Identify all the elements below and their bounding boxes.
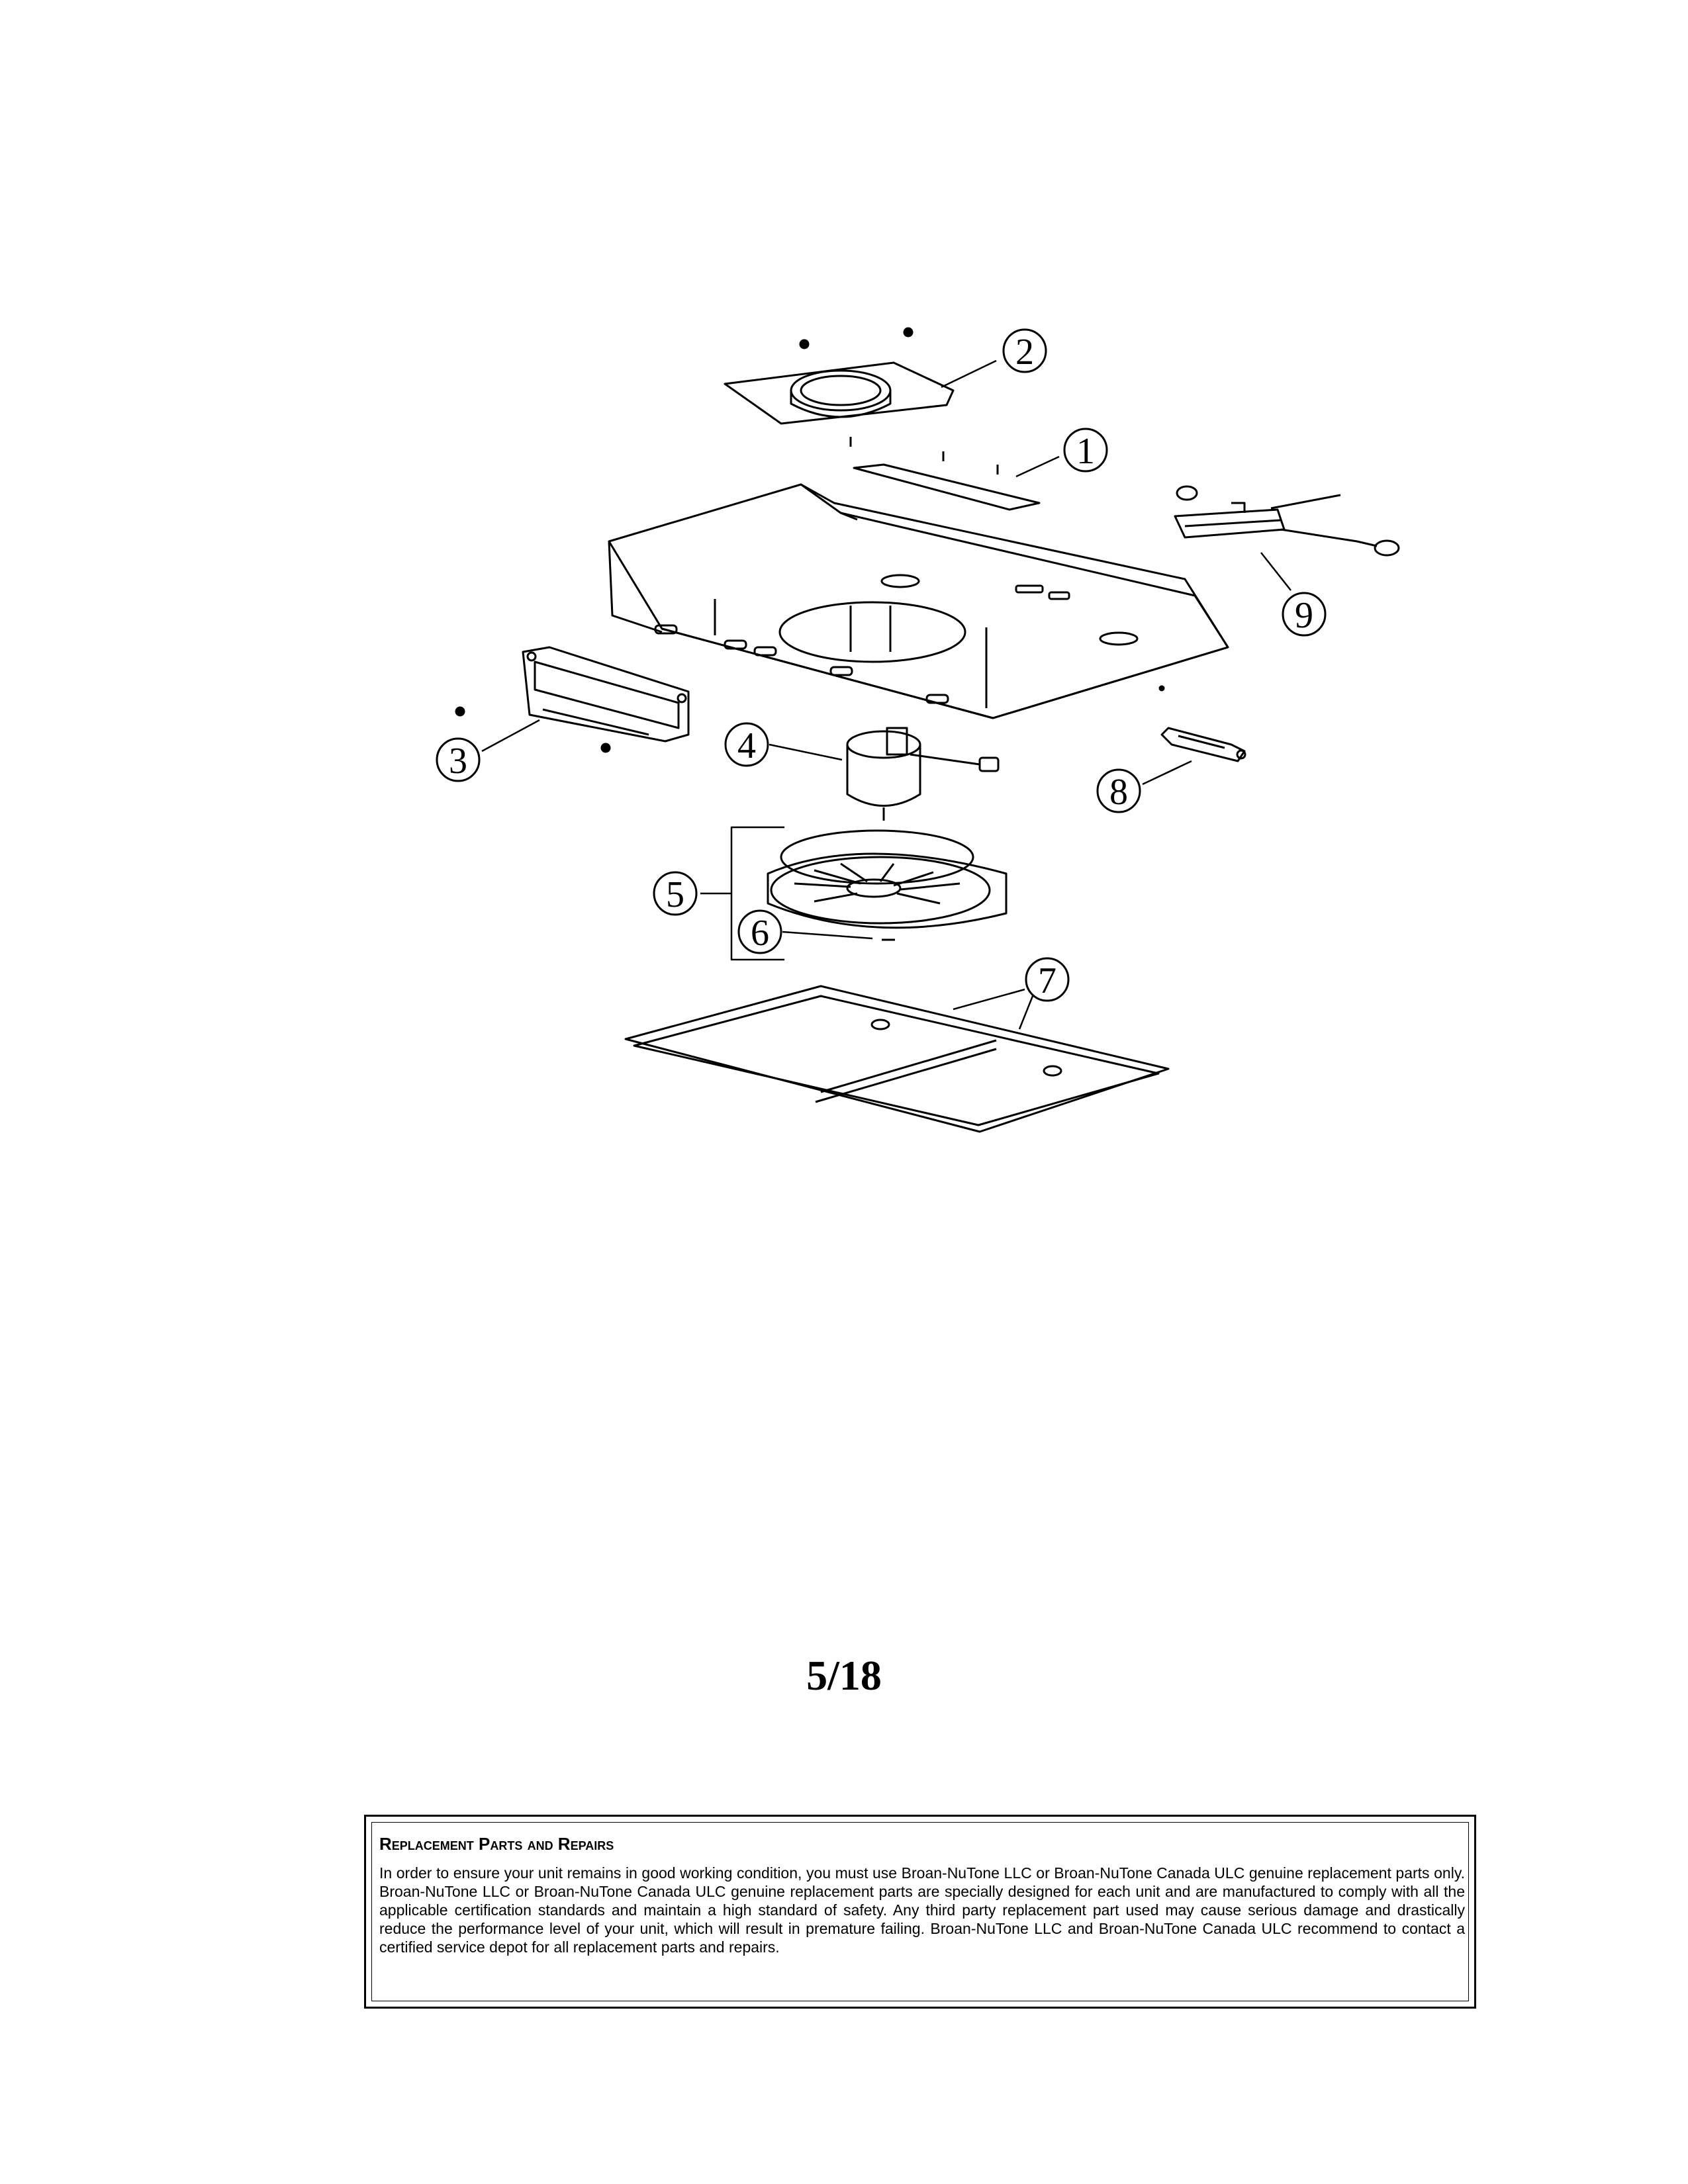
svg-text:7: 7 (1038, 960, 1056, 1001)
callout-4: 4 (724, 722, 769, 767)
callout-6: 6 (737, 909, 782, 954)
part-switch (1160, 727, 1246, 762)
svg-text:5: 5 (666, 874, 684, 915)
svg-text:8: 8 (1109, 772, 1128, 813)
svg-text:6: 6 (751, 913, 769, 954)
callout-7: 7 (1025, 957, 1070, 1002)
part-hood-body (608, 483, 1229, 719)
part-light-housing (455, 646, 690, 753)
callout-3: 3 (436, 737, 481, 782)
svg-text:9: 9 (1295, 595, 1313, 636)
notice-body: In order to ensure your unit remains in … (379, 1864, 1465, 1956)
part-grease-filters (624, 985, 1170, 1133)
callout-9: 9 (1282, 592, 1327, 637)
leader-lines (481, 359, 1291, 1030)
part-blower-wheel (767, 829, 1008, 941)
callout-5: 5 (653, 871, 698, 916)
callout-1: 1 (1063, 428, 1108, 473)
callout-8: 8 (1096, 768, 1141, 813)
part-top-bracket (849, 437, 1041, 511)
replacement-parts-notice: Replacement Parts and Repairs In order t… (364, 1815, 1476, 2009)
notice-title: Replacement Parts and Repairs (379, 1834, 614, 1854)
part-wiring-assembly (1174, 485, 1400, 557)
page-number: 5/18 (806, 1652, 882, 1699)
svg-text:2: 2 (1015, 332, 1034, 373)
part-duct-adapter (724, 327, 955, 425)
callout-2: 2 (1002, 328, 1047, 373)
part-motor (846, 727, 1000, 821)
svg-text:1: 1 (1076, 431, 1095, 472)
svg-text:4: 4 (737, 725, 756, 766)
svg-text:3: 3 (449, 741, 467, 782)
